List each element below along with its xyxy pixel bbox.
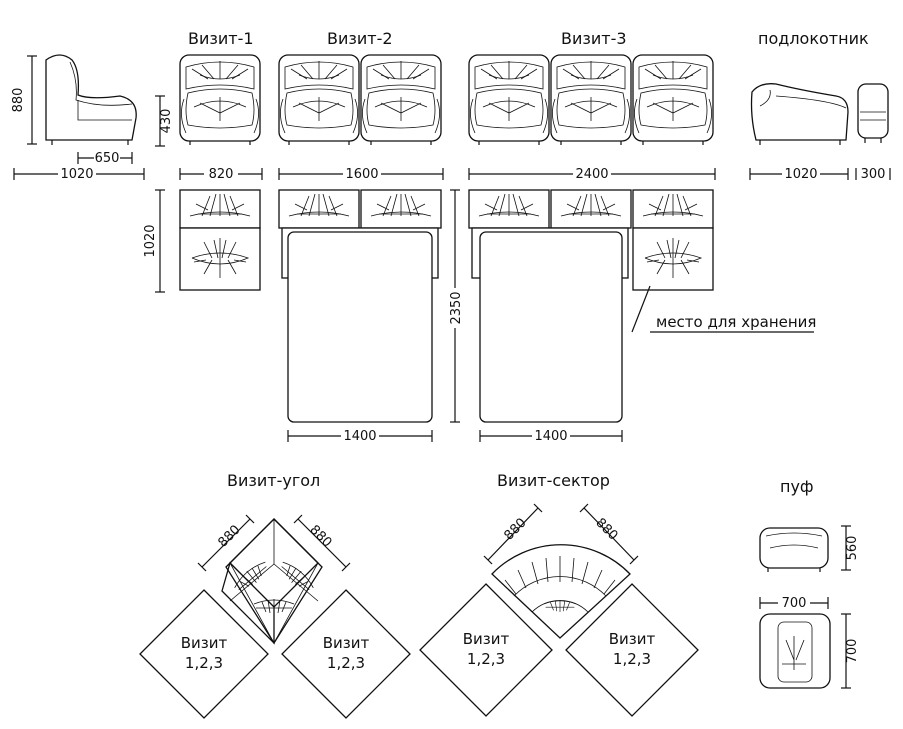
- dim-sector-right: 880: [592, 515, 620, 543]
- dim-vizit-1-width: 820: [209, 167, 234, 182]
- dim-bed-length: 2350: [449, 291, 464, 324]
- pouf-views: 560 700 700: [759, 525, 860, 689]
- corner-left-label-2: 1,2,3: [185, 654, 223, 672]
- title-sector: Визит-сектор: [497, 471, 610, 490]
- corner-right-label-1: Визит: [323, 634, 370, 652]
- dim-pouf-height: 560: [845, 536, 860, 561]
- front-vizit-1: [179, 54, 261, 146]
- corner-module-left: Визит 1,2,3: [139, 589, 269, 719]
- title-vizit-2: Визит-2: [327, 29, 393, 48]
- side-view: 880 650 1020: [11, 54, 145, 182]
- title-vizit-1: Визит-1: [188, 29, 254, 48]
- dim-side-height: 880: [11, 88, 26, 113]
- dim-sector-left: 880: [501, 515, 529, 543]
- sector-right-label-1: Визит: [609, 630, 656, 648]
- dim-corner-left: 880: [215, 522, 243, 550]
- plan-vizit-2-bed: 1400: [278, 189, 442, 444]
- bed-length-dimension: 2350: [447, 189, 464, 423]
- dim-armrest-width: 1020: [784, 167, 817, 182]
- sector-module-left: Визит 1,2,3: [419, 583, 553, 717]
- plan-vizit-3-bed: 1400: [468, 189, 714, 444]
- dim-vizit-2-width: 1600: [345, 167, 378, 182]
- corner-right-label-2: 1,2,3: [327, 654, 365, 672]
- dim-plan-depth: 1020: [143, 224, 158, 257]
- title-armrest: подлокотник: [758, 29, 869, 48]
- storage-label: место для хранения: [656, 313, 816, 331]
- front-vizit-3: [468, 54, 714, 146]
- title-corner: Визит-угол: [227, 471, 320, 490]
- dim-bed-3-width: 1400: [534, 429, 567, 444]
- sector-module-right: Визит 1,2,3: [565, 583, 699, 717]
- width-dimensions: 820 1600 2400: [179, 166, 716, 182]
- dim-pouf-depth: 700: [845, 639, 860, 664]
- plan-vizit-1: 1020: [143, 189, 261, 293]
- dim-armrest-depth: 300: [861, 167, 886, 182]
- seat-height-dimension: 430: [155, 95, 174, 147]
- dim-side-seat-depth: 650: [95, 151, 120, 166]
- corner-left-label-1: Визит: [181, 634, 228, 652]
- sector-left-label-1: Визит: [463, 630, 510, 648]
- armrest-views: 1020 300: [749, 83, 891, 182]
- dim-corner-right: 880: [306, 522, 334, 550]
- dim-seat-height: 430: [159, 109, 174, 134]
- dim-bed-2-width: 1400: [343, 429, 376, 444]
- title-vizit-3: Визит-3: [561, 29, 627, 48]
- sector-right-label-2: 1,2,3: [613, 650, 651, 668]
- corner-module-right: Визит 1,2,3: [281, 589, 411, 719]
- dim-side-total-depth: 1020: [60, 167, 93, 182]
- title-pouf: пуф: [780, 477, 814, 496]
- front-vizit-2: [278, 54, 442, 146]
- sector-left-label-2: 1,2,3: [467, 650, 505, 668]
- storage-annotation: место для хранения: [631, 285, 816, 333]
- dim-pouf-width: 700: [782, 596, 807, 611]
- dim-vizit-3-width: 2400: [575, 167, 608, 182]
